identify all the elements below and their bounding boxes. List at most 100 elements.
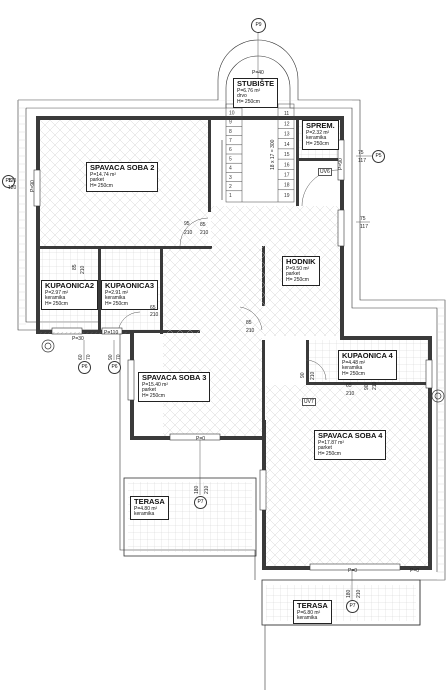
room-label-hodnik: HODNIK P=9.50 m² parket H= 250cm [282,256,320,286]
room-area: P=15.40 m² [142,381,168,388]
dim-label: 210 [310,371,316,380]
stair-number: 19 [284,193,290,199]
dim-label: 210 [150,312,159,318]
stairs-note: 18 x 17 = 300 [270,139,276,170]
dim-label: P=30 [72,336,84,342]
dim-label: 90 [300,372,306,378]
dim-label: 117 [360,224,368,230]
room-floor: drvo [237,93,247,100]
room-name: KUPAONICA2 [45,281,95,290]
room-floor: parket [142,387,156,394]
stair-number: 7 [229,138,232,144]
parquet-floors [40,120,428,566]
marker-p7-left: P7 [194,496,207,509]
room-area: P=2.97 m² [45,289,69,296]
room-floor: parket [318,445,332,452]
dim-label: 65 [346,383,352,389]
room-name: SPREM. [306,121,335,130]
room-floor: parket [286,271,300,278]
marker-p6-left: P6 [78,361,91,374]
room-name: HODNIK [286,257,316,266]
room-label-soba4: SPAVACA SOBA 4 P=17.87 m² parket H= 250c… [314,430,387,460]
room-height: H= 250cm [286,277,309,284]
dim-label: 210 [346,391,355,397]
columns [41,339,445,403]
room-height: H= 250cm [237,99,260,106]
room-area: P=17.87 m² [318,439,344,446]
room-area: P=6.80 m² [297,609,321,616]
dim-label: 75 [360,216,366,222]
stair-number: 12 [284,121,290,127]
marker-p6-right: P6 [108,361,121,374]
ledge-hatch [18,100,445,580]
room-name: KUPAONICA 4 [342,351,393,360]
dim-label: P=0 [196,436,206,442]
stair-number: 4 [229,166,232,172]
room-name: KUPAONICA3 [105,281,155,290]
dim-label: 120 [8,185,17,191]
stair-number: 5 [229,156,232,162]
room-height: H= 250cm [90,183,113,190]
room-height: H= 250cm [45,301,68,308]
dim-label: 85 [200,222,206,228]
room-floor: keramika [134,511,155,518]
dim-label: 210 [356,589,362,598]
dim-label: 90 [108,354,114,360]
room-name: SPAVACA SOBA 2 [90,163,155,172]
dim-label: 210 [204,485,210,494]
stair-number: 14 [284,142,290,148]
room-height: H= 250cm [142,393,165,400]
dim-label: 180 [346,589,352,598]
stair-number: 1 [229,193,232,199]
dim-label: 85 [246,320,252,326]
dim-label: P=40 [252,70,264,76]
stair-number: 16 [284,162,290,168]
dim-label: 117 [358,158,366,164]
room-name: SPAVACA SOBA 4 [318,431,383,440]
room-label-kup3: KUPAONICA3 P=2.91 m² keramika H= 250cm [101,280,159,310]
room-height: H= 250cm [105,301,128,308]
dim-label: P=110 [104,330,119,336]
dim-label: 210 [80,265,86,274]
stair-number: 11 [284,111,289,117]
stair-number: 18 [284,183,290,189]
room-label-kup4: KUPAONICA 4 P=4.48 m² keramika H= 250cm [338,350,397,380]
room-name: TERASA [134,497,165,506]
dim-label: 95 [184,221,190,227]
dim-label: 90 [364,384,370,390]
stair-number: 10 [229,110,235,116]
room-label-kup2: KUPAONICA2 P=2.97 m² keramika H= 250cm [41,280,99,310]
room-area: P=14.74 m² [90,171,116,178]
stair-number: 9 [229,120,232,126]
stair-number: 13 [284,132,290,138]
dim-label: 70 [116,354,122,360]
room-label-soba3: SPAVACA SOBA 3 P=15.40 m² parket H= 250c… [138,372,211,402]
stair-number: 3 [229,175,232,181]
uv-label-7: UV7 [302,398,316,406]
room-name: SPAVACA SOBA 3 [142,373,207,382]
room-floor: keramika [297,615,318,622]
room-label-stubiste: STUBIŠTE P=6.76 m² drvo H= 250cm [233,78,279,108]
dim-label: 180 [194,485,200,494]
room-floor: keramika [342,365,363,372]
dim-label: P=90 [30,180,36,192]
marker-p7-right: P7 [346,600,359,613]
room-floor: parket [90,177,104,184]
windows [33,139,433,571]
uv-label-6: UV6 [318,168,332,176]
stair-number: 17 [284,172,290,178]
dim-label: 60 [78,354,84,360]
dim-label: P=0 [410,568,420,574]
room-height: H= 250cm [306,141,329,148]
room-name: STUBIŠTE [237,79,275,88]
room-floor: keramika [306,135,327,142]
dim-label: 210 [184,230,193,236]
room-name: TERASA [297,601,328,610]
room-floor: keramika [105,295,126,302]
marker-p8: P8 [2,175,15,188]
room-label-sprem: SPREM. P=2.32 m² keramika H= 250cm [302,120,339,150]
stair-number: 2 [229,184,232,190]
dim-label: 85 [72,264,78,270]
room-area: P=2.32 m² [306,129,330,136]
